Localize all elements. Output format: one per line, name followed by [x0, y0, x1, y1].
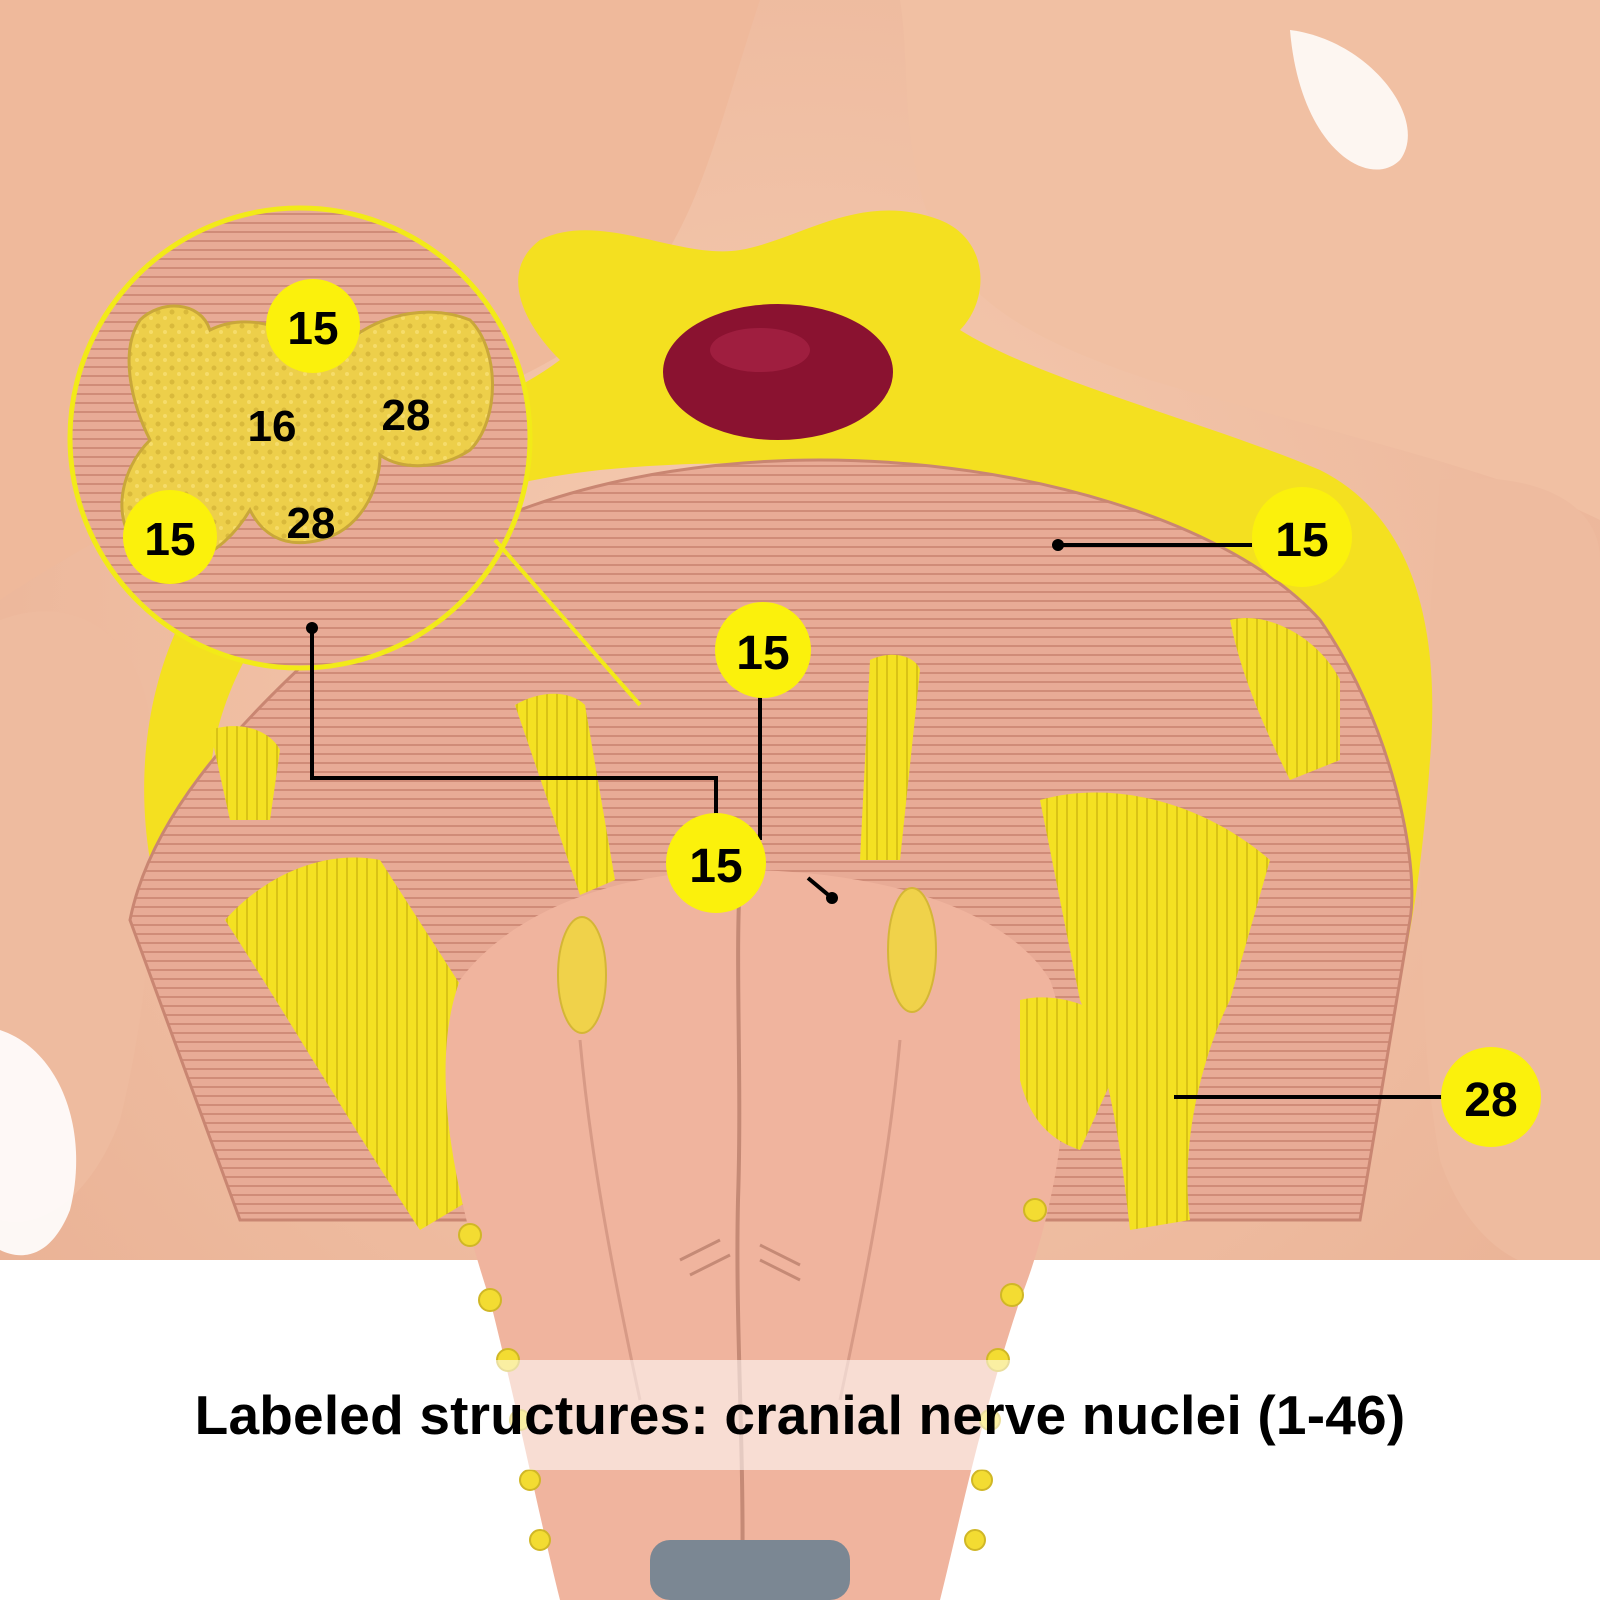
- right-side-lobe: [1421, 478, 1600, 1270]
- svg-text:15: 15: [1275, 514, 1328, 567]
- olive-right: [887, 887, 937, 1013]
- callout-badge-right-15: 15: [1252, 487, 1352, 587]
- left-nerve-bundle: [225, 857, 470, 1230]
- callout-badge-inset-left: 15: [123, 490, 217, 584]
- svg-text:15: 15: [736, 627, 789, 680]
- right-hemisphere-lobe: [900, 0, 1600, 520]
- olive-left: [557, 916, 607, 1034]
- svg-text:15: 15: [689, 840, 742, 893]
- callout-badge-center-15: 15: [666, 813, 766, 913]
- image-caption: Labeled structures: cranial nerve nuclei…: [194, 1384, 1406, 1446]
- central-upper-nerve: [860, 654, 920, 860]
- svg-text:15: 15: [287, 302, 338, 354]
- svg-text:16: 16: [248, 402, 297, 451]
- left-far-nerve: [210, 726, 280, 820]
- right-upper-nerve: [1230, 618, 1340, 780]
- callout-badge-inset-top: 15: [266, 279, 360, 373]
- svg-text:28: 28: [287, 499, 336, 548]
- callout-badge-right-28: 28: [1441, 1047, 1541, 1147]
- callout-label-inset-16: 16: [248, 402, 297, 451]
- white-highlight: [1290, 30, 1408, 170]
- callout-badge-upper-15: 15: [715, 602, 811, 698]
- svg-text:15: 15: [144, 513, 195, 565]
- medulla-side-nerve: [1020, 997, 1130, 1150]
- callout-label-inset-28-upper: 28: [382, 391, 431, 440]
- white-base-left: [0, 1030, 77, 1256]
- svg-text:28: 28: [1464, 1074, 1517, 1127]
- callout-label-inset-28-lower: 28: [287, 499, 336, 548]
- red-vessel-structure: [663, 304, 893, 440]
- median-fissure: [735, 879, 745, 1600]
- right-nerve-bundle: [1040, 792, 1270, 1230]
- left-upper-nerve: [515, 693, 615, 895]
- caption-backdrop: [0, 1360, 1600, 1470]
- spinal-canal-section: [650, 1540, 850, 1600]
- svg-text:28: 28: [382, 391, 431, 440]
